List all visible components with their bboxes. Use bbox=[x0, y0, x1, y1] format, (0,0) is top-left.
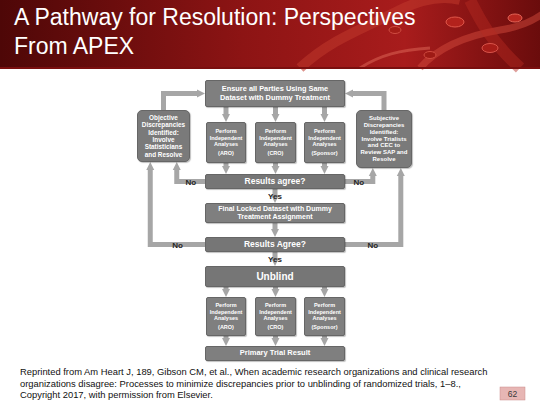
discrepancy-box: Objective Discrepancies Identified: Invo… bbox=[137, 110, 190, 162]
flow-arrow bbox=[322, 107, 327, 114]
blood-cell bbox=[508, 14, 522, 22]
edge-label: No bbox=[172, 240, 183, 249]
vessel bbox=[470, 0, 520, 68]
blood-cell bbox=[424, 52, 436, 59]
edge-label: No bbox=[186, 177, 197, 186]
vessel-illustration bbox=[300, 0, 540, 68]
flow-arrow bbox=[224, 107, 229, 114]
flow-arrow bbox=[177, 170, 205, 182]
flow-arrow bbox=[224, 163, 229, 166]
process-box: Primary Trial Result bbox=[205, 346, 345, 361]
box-text: Primary Trial Result bbox=[240, 349, 310, 358]
flow-arrow bbox=[322, 163, 327, 166]
process-box: Perform Independent Analyses (ARO) bbox=[206, 122, 246, 163]
box-text: Unblind bbox=[256, 271, 293, 283]
decision-band: Unblind bbox=[205, 266, 345, 287]
box-text: Perform Independent Analyses bbox=[307, 128, 342, 147]
flow-arrow bbox=[273, 287, 278, 289]
box-text: Results Agree? bbox=[244, 240, 306, 250]
process-box: Perform Independent Analyses (CRO) bbox=[255, 297, 296, 336]
flow-arrow bbox=[273, 189, 278, 195]
party-name: (Sponsor) bbox=[312, 150, 338, 156]
flow-arrow bbox=[273, 336, 278, 338]
process-box: Ensure all Parties Using Same Dataset wi… bbox=[205, 80, 345, 107]
box-text: Perform Independent Analyses bbox=[209, 128, 243, 147]
vessel bbox=[360, 48, 430, 68]
box-text: Results agree? bbox=[245, 177, 306, 187]
decision-band: Results Agree? bbox=[205, 237, 345, 252]
party-name: (ARO) bbox=[218, 150, 234, 156]
party-name: (ARO) bbox=[218, 324, 234, 330]
box-text: Perform Independent Analyses bbox=[209, 302, 243, 321]
flow-arrow bbox=[273, 223, 278, 229]
flow-arrow bbox=[273, 252, 278, 258]
box-text: Final Locked Dataset with Dummy Treatmen… bbox=[208, 205, 342, 221]
process-box: Perform Independent Analyses (Sponsor) bbox=[304, 297, 345, 336]
edge-label: Yes bbox=[268, 192, 282, 201]
flow-arrow bbox=[224, 336, 229, 338]
discrepancy-box: Subjective Discrepancies Identified: Inv… bbox=[356, 110, 412, 168]
header-rule bbox=[0, 67, 540, 69]
flow-arrow bbox=[322, 336, 327, 338]
process-box: Perform Independent Analyses (ARO) bbox=[206, 297, 246, 336]
blood-cell bbox=[446, 17, 464, 27]
edge-label: No bbox=[368, 240, 379, 249]
process-box: Perform Independent Analyses (Sponsor) bbox=[304, 122, 345, 163]
blood-cell bbox=[482, 44, 498, 53]
slide-title: A Pathway for Resolution: Perspectives F… bbox=[14, 3, 434, 61]
box-text: Ensure all Parties Using Same Dataset wi… bbox=[208, 85, 342, 102]
box-text: Perform Independent Analyses bbox=[307, 302, 342, 321]
process-box: Perform Independent Analyses (CRO) bbox=[255, 122, 296, 163]
header-band bbox=[0, 0, 540, 68]
page-number: 62 bbox=[500, 387, 525, 400]
blood-cells bbox=[389, 14, 522, 59]
party-name: (CRO) bbox=[268, 150, 284, 156]
party-name: (CRO) bbox=[268, 324, 284, 330]
figure-caption: Reprinted from Am Heart J, 189, Gibson C… bbox=[20, 366, 496, 401]
party-name: (Sponsor) bbox=[312, 324, 338, 330]
decision-band: Results agree? bbox=[205, 174, 345, 189]
page-number-box bbox=[500, 387, 525, 400]
flow-arrow bbox=[322, 287, 327, 289]
flow-arrow bbox=[150, 170, 205, 245]
box-text: Subjective Discrepancies Identified: Inv… bbox=[359, 115, 409, 163]
edge-label: No bbox=[354, 177, 365, 186]
flow-arrow bbox=[353, 94, 384, 111]
flow-arrow bbox=[345, 176, 401, 245]
box-text: Perform Independent Analyses bbox=[258, 302, 293, 321]
blood-cell bbox=[389, 27, 401, 34]
flow-arrow bbox=[345, 176, 373, 182]
flow-arrow bbox=[164, 94, 198, 111]
edge-label: Yes bbox=[268, 255, 282, 264]
flow-arrow bbox=[273, 163, 278, 166]
box-text: Objective Discrepancies Identified: Invo… bbox=[140, 114, 187, 158]
flow-arrow bbox=[273, 107, 278, 114]
flow-arrow bbox=[224, 287, 229, 289]
box-text: Perform Independent Analyses bbox=[258, 128, 293, 147]
process-box: Final Locked Dataset with Dummy Treatmen… bbox=[205, 203, 345, 223]
